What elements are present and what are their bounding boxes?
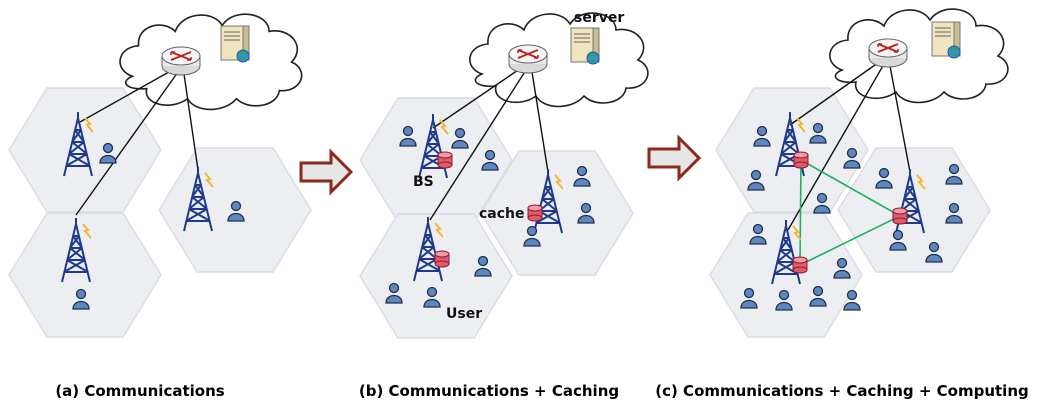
panel-a: (a) Communications — [8, 13, 312, 400]
hexagon-cells — [8, 87, 312, 338]
cache-icon — [793, 151, 809, 169]
arrow-icon — [299, 150, 353, 194]
caption-c: (c) Communications + Caching + Computing — [655, 382, 1029, 400]
caption-a: (a) Communications — [55, 382, 224, 400]
cache-icon — [792, 256, 808, 274]
cache-icon — [434, 250, 450, 268]
server-icon — [570, 27, 600, 65]
router-icon — [868, 38, 908, 68]
label-cache: cache — [479, 206, 525, 222]
cell-hexagon — [715, 87, 869, 213]
router-icon — [508, 44, 548, 74]
cloud-icon — [829, 8, 1009, 104]
server-icon — [931, 21, 961, 59]
label-bs: BS — [413, 174, 434, 190]
cloud-icon — [119, 13, 303, 111]
cache-icon — [527, 204, 543, 222]
backhaul-links — [429, 65, 549, 221]
arrow-icon — [647, 136, 701, 180]
panel-c: (c) Communications + Caching + Computing — [655, 8, 1029, 400]
backhaul-links — [787, 59, 911, 231]
cache-icon — [892, 207, 908, 225]
label-server: server — [574, 10, 624, 26]
backhaul-links — [75, 67, 199, 216]
panel-b: server BS cache User (b) Communications … — [359, 10, 649, 400]
cloud-icon — [469, 12, 649, 108]
caption-b: (b) Communications + Caching — [359, 382, 619, 400]
server-icon — [220, 25, 250, 63]
cache-icon — [437, 151, 453, 169]
router-icon — [161, 46, 201, 76]
label-user: User — [446, 306, 482, 322]
computing-links — [799, 159, 901, 266]
